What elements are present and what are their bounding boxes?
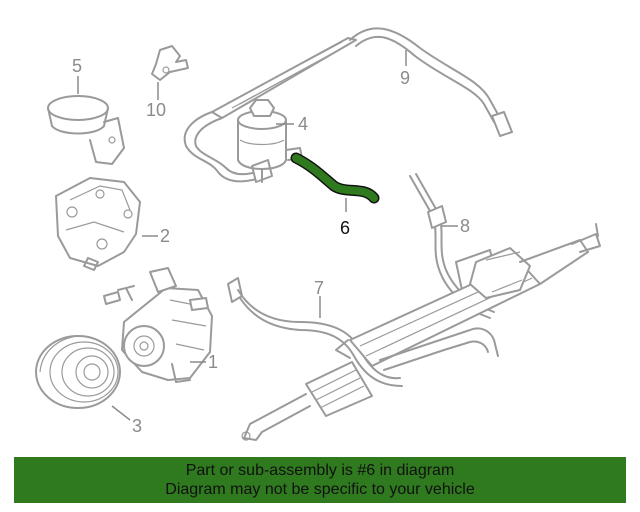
part-5-strap-bracket[interactable] xyxy=(47,95,125,165)
steering-rack[interactable] xyxy=(241,223,601,441)
callout-3: 3 xyxy=(132,416,142,436)
callout-7: 7 xyxy=(314,278,324,298)
part-9-cooler-line[interactable] xyxy=(183,27,513,183)
callout-5: 5 xyxy=(72,56,82,76)
banner-line-part-info: Part or sub-assembly is #6 in diagram xyxy=(185,462,455,479)
part-2-pump-bracket[interactable] xyxy=(55,177,141,271)
part-3-pulley[interactable] xyxy=(35,335,121,409)
part-1-power-steering-pump[interactable] xyxy=(103,267,213,383)
callout-leaders xyxy=(77,50,458,421)
callout-10: 10 xyxy=(146,100,166,120)
callout-6: 6 xyxy=(340,218,350,238)
info-banner: Part or sub-assembly is #6 in diagram Di… xyxy=(14,457,626,503)
callout-4: 4 xyxy=(298,114,308,134)
callout-2: 2 xyxy=(160,226,170,246)
part-10-bracket-clip[interactable] xyxy=(151,45,189,81)
callout-9: 9 xyxy=(400,68,410,88)
callout-8: 8 xyxy=(460,216,470,236)
part-7-pressure-line[interactable] xyxy=(227,277,403,387)
parts-diagram: 5 10 9 4 6 8 2 7 1 3 xyxy=(35,27,601,441)
part-6-hose-highlighted[interactable] xyxy=(290,152,380,204)
callout-1: 1 xyxy=(208,352,218,372)
banner-line-disclaimer: Diagram may not be specific to your vehi… xyxy=(165,481,475,498)
